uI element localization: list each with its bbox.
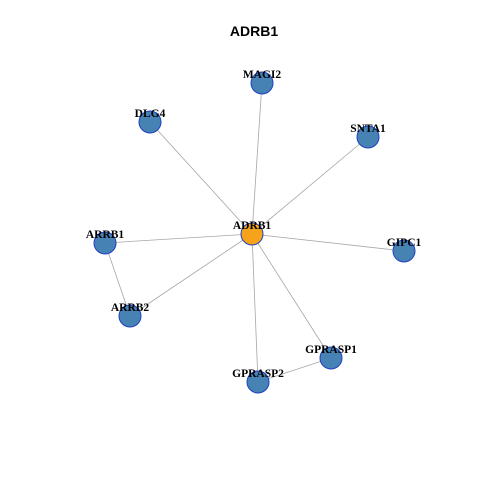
edge-adrb1-gipc1 — [251, 233, 405, 252]
node-adrb1 — [240, 222, 264, 246]
node-label-arrb1: ARRB1 — [86, 229, 125, 241]
node-gprasp1 — [319, 346, 343, 370]
edge-adrb1-gprasp2 — [251, 233, 259, 383]
node-gipc1 — [392, 239, 416, 263]
labels-layer: ADRB1 MAGI2DLG4SNTA1ARRB1GIPC1ARRB2GPRASP… — [86, 69, 422, 380]
nodes-layer — [93, 71, 416, 394]
node-label-gipc1: GIPC1 — [387, 237, 422, 249]
edges-layer — [104, 82, 405, 383]
node-snta1 — [356, 125, 380, 149]
edge-adrb1-dlg4 — [149, 121, 253, 235]
edge-adrb1-gprasp1 — [251, 233, 332, 359]
edge-arrb1-arrb2 — [104, 242, 131, 317]
edge-gprasp1-gprasp2 — [257, 357, 332, 383]
node-gprasp2 — [246, 370, 270, 394]
edge-adrb1-arrb2 — [129, 233, 253, 317]
node-label-gprasp1: GPRASP1 — [305, 344, 357, 356]
node-label-gprasp2: GPRASP2 — [232, 368, 284, 380]
edge-adrb1-arrb1 — [104, 233, 253, 244]
node-label-arrb2: ARRB2 — [111, 302, 150, 314]
node-label-magi2: MAGI2 — [243, 69, 282, 81]
edge-adrb1-magi2 — [251, 82, 263, 235]
diagram-title: ADRB1 — [230, 23, 278, 39]
node-label-dlg4: DLG4 — [135, 108, 166, 120]
node-arrb1 — [93, 231, 117, 255]
node-label-snta1: SNTA1 — [350, 123, 386, 135]
node-dlg4 — [138, 110, 162, 134]
node-label-adrb1: ADRB1 — [233, 220, 272, 232]
node-arrb2 — [118, 304, 142, 328]
edge-adrb1-snta1 — [251, 136, 369, 235]
node-magi2 — [250, 71, 274, 95]
